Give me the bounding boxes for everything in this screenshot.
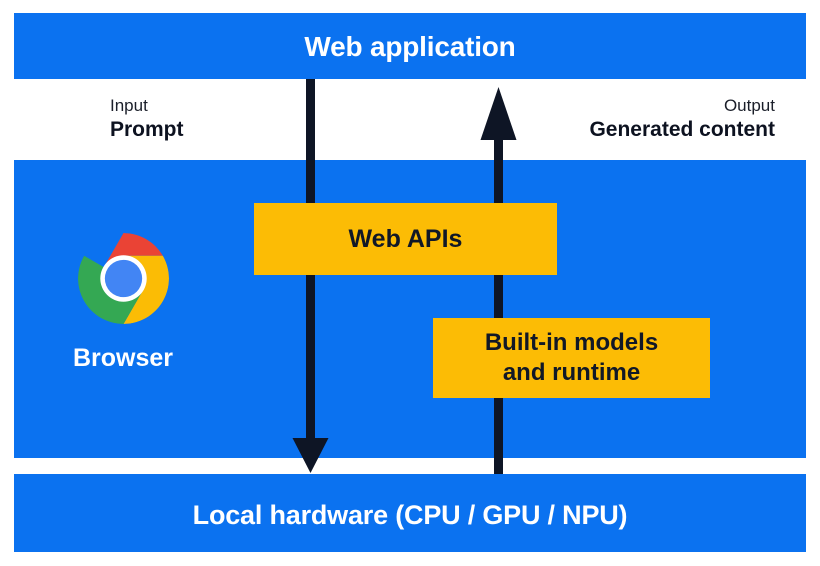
output-flow-label: Output Generated content <box>589 96 775 142</box>
browser-label: Browser <box>72 344 174 372</box>
local-hardware-label: Local hardware (CPU / GPU / NPU) <box>192 500 628 530</box>
builtin-models-box: Built-in models and runtime <box>433 318 710 398</box>
builtin-models-line1: Built-in models <box>484 329 659 357</box>
web-apis-box: Web APIs <box>254 203 557 275</box>
web-application-label: Web application <box>304 31 516 62</box>
input-flow-label: Input Prompt <box>110 96 184 142</box>
output-kind: Output <box>723 96 775 115</box>
web-apis-label: Web APIs <box>348 224 463 253</box>
input-kind: Input <box>110 96 148 115</box>
band-web-application <box>14 13 806 79</box>
output-value: Generated content <box>589 117 775 141</box>
builtin-models-line2: and runtime <box>502 359 641 386</box>
band-local-hardware <box>14 474 806 552</box>
builtin-models-label: Built-in models and runtime <box>485 328 658 388</box>
input-value: Prompt <box>110 117 184 141</box>
chrome-logo-icon <box>78 233 169 324</box>
